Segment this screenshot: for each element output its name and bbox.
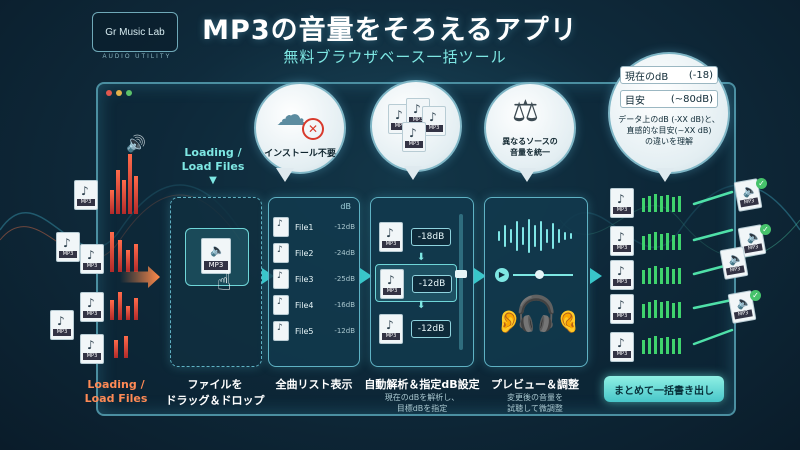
dropzone-loading-label: Loading / Load Files ▼ xyxy=(168,146,258,188)
analysis-row: ♪MP3 -18dB xyxy=(379,218,465,254)
page-title: MP3の音量をそろえるアプリ xyxy=(202,15,578,46)
info-note: データ上のdB (-XX dB)と、 直感的な目安(~XX dB) の違いを理解 xyxy=(618,115,720,146)
level-meter-green xyxy=(642,336,690,354)
orange-flow-arrow xyxy=(120,266,160,288)
bubble-tail xyxy=(404,166,422,180)
bubble-tail xyxy=(518,168,536,182)
no-install-icon: ✕ xyxy=(302,118,324,140)
speaker-icon: 🔊 xyxy=(126,134,146,153)
input-mp3-file: ♪MP3 xyxy=(74,180,98,210)
bubble-unify-volume: ⚖ 異なるソースの 音量を統一 xyxy=(484,82,576,174)
play-icon[interactable]: ▶ xyxy=(495,268,509,282)
page-subtitle: 無料ブラウザベース一括ツール xyxy=(283,48,507,66)
bubble-tail xyxy=(656,168,674,182)
file-list-panel: dB ♪ File1 -12dB ♪ File2 -24dB ♪ File3 -… xyxy=(268,197,360,367)
level-meter-green xyxy=(642,266,690,284)
headphones-icon: 🎧 xyxy=(515,294,558,334)
input-mp3-file: ♪MP3 xyxy=(50,310,74,340)
step-caption-preview: プレビュー＆調整 変更後の音量を 試聴して微調整 xyxy=(491,378,579,413)
window-close-dot[interactable] xyxy=(106,90,112,96)
drop-zone[interactable]: 🔈 MP3 ☝ xyxy=(170,197,262,367)
preview-panel: ▶ 🎧 👂 👂 xyxy=(484,197,588,367)
volume-slider-thumb[interactable] xyxy=(455,270,467,278)
down-arrow-icon: ⬇ xyxy=(417,300,426,311)
input-mp3-file: ♪MP3 xyxy=(80,292,104,322)
flow-arrow xyxy=(474,268,486,284)
preview-waveform xyxy=(498,219,572,253)
check-icon: ✓ xyxy=(756,178,767,189)
analysis-row: ♪MP3 -12dB xyxy=(379,310,465,346)
input-levels: 🔊 xyxy=(80,134,160,370)
dragged-mp3-file[interactable]: 🔈 MP3 xyxy=(201,238,231,274)
check-icon: ✓ xyxy=(750,290,761,301)
ear-icon: 👂 xyxy=(555,310,583,335)
down-arrow-icon: ▼ xyxy=(209,175,217,186)
db-value[interactable]: -12dB xyxy=(412,275,452,293)
ear-icon: 👂 xyxy=(495,310,523,335)
mp3-file-icon: ♪MP3 xyxy=(402,122,426,152)
flow-arrow xyxy=(360,268,372,284)
volume-slider-track[interactable] xyxy=(459,214,463,350)
current-db-row: 現在のdB(-18) xyxy=(620,66,718,84)
input-mp3-file: ♪MP3 xyxy=(80,244,104,274)
balance-scale-icon: ⚖ xyxy=(512,94,539,129)
left-loading-label: Loading / Load Files xyxy=(84,378,148,405)
target-db-row: 目安(~80dB) xyxy=(620,90,718,108)
level-meter-green xyxy=(642,194,690,212)
flow-arrow xyxy=(590,268,602,284)
input-mp3-file: ♪MP3 xyxy=(56,232,80,262)
info-bubble-db: 現在のdB(-18) 目安(~80dB) データ上のdB (-XX dB)と、 … xyxy=(608,52,730,174)
output-mp3-file: ♪MP3 xyxy=(610,226,634,256)
db-value[interactable]: -18dB xyxy=(411,228,451,246)
step-caption-file-list: 全曲リスト表示 xyxy=(275,378,353,391)
bubble-install-free: ☁ ✕ インストール不要 xyxy=(254,82,346,174)
down-arrow-icon: ⬇ xyxy=(417,252,426,263)
exported-mp3-file: 🔈MP3 xyxy=(719,246,749,280)
output-area: ♪MP3 ♪MP3 ♪MP3 ♪MP3 ♪MP3 🔈MP3 ✓ 🔈MP3 ✓ 🔈… xyxy=(606,178,800,370)
level-meter-green xyxy=(642,300,690,318)
export-all-button[interactable]: まとめて一括書き出し xyxy=(604,376,724,402)
unify-label: 異なるソースの 音量を統一 xyxy=(502,137,558,157)
file-row[interactable]: ♪ File1 -12dB xyxy=(273,214,355,240)
window-maximize-dot[interactable] xyxy=(126,90,132,96)
brand-badge: Gr Music Lab xyxy=(92,12,178,52)
preview-seek-thumb[interactable] xyxy=(535,270,544,279)
output-mp3-file: ♪MP3 xyxy=(610,188,634,218)
window-minimize-dot[interactable] xyxy=(116,90,122,96)
brand-name: Gr Music Lab xyxy=(105,26,165,38)
step-caption-drag-drop: ファイルを ドラッグ＆ドロップ xyxy=(165,378,265,407)
output-mp3-file: ♪MP3 xyxy=(610,260,634,290)
output-mp3-file: ♪MP3 xyxy=(610,294,634,324)
file-row[interactable]: ♪ File5 -12dB xyxy=(273,318,355,344)
analysis-row-selected: ♪MP3 -12dB xyxy=(375,264,457,302)
file-row[interactable]: ♪ File2 -24dB xyxy=(273,240,355,266)
input-mp3-file: ♪MP3 xyxy=(80,334,104,364)
cursor-hand-icon: ☝ xyxy=(217,268,232,296)
cloud-icon: ☁ xyxy=(276,98,306,133)
install-free-label: インストール不要 xyxy=(264,149,336,159)
check-icon: ✓ xyxy=(760,224,771,235)
bubble-mp3-files: ♪MP3 ♪MP3 ♪MP3 ♪MP3 xyxy=(370,80,462,172)
db-column-header: dB xyxy=(340,202,351,211)
analysis-panel: ♪MP3 -18dB ⬇ ♪MP3 -12dB ⬇ ♪MP3 -12dB xyxy=(370,197,474,367)
step-caption-analysis: 自動解析＆指定dB設定 現在のdBを解析し、 目標dBを指定 xyxy=(364,378,480,413)
level-meter-green xyxy=(642,232,690,250)
drop-target[interactable] xyxy=(185,228,249,286)
speaker-icon: 🔈 xyxy=(210,243,225,257)
output-mp3-file: ♪MP3 xyxy=(610,332,634,362)
mp3-file-icon: ♪MP3 xyxy=(422,106,446,136)
file-row[interactable]: ♪ File3 -25dB xyxy=(273,266,355,292)
file-row[interactable]: ♪ File4 -16dB xyxy=(273,292,355,318)
db-value[interactable]: -12dB xyxy=(411,320,451,338)
brand-tagline: AUDIO UTILITY xyxy=(102,54,172,60)
bubble-tail xyxy=(276,168,294,182)
